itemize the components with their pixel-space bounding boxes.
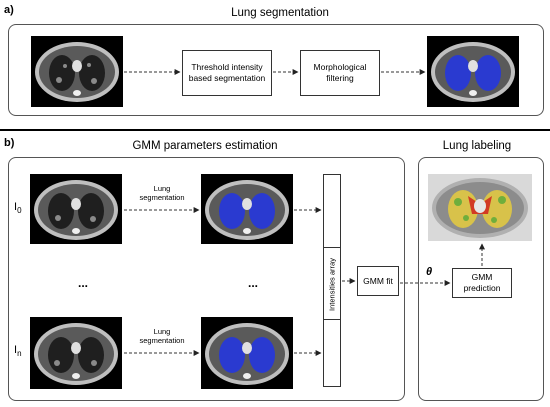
ct-scan-raw-in	[30, 317, 122, 389]
image-label-i0: I0	[14, 201, 22, 215]
section-a-title: Lung segmentation	[231, 7, 329, 19]
lung-segmentation-label-top: Lung segmentation	[139, 184, 185, 203]
ct-scan-raw-i0	[30, 174, 122, 244]
image-label-in-sub: n	[17, 349, 22, 359]
intensities-array-divider-top	[324, 247, 340, 248]
intensities-array-divider-bottom	[324, 319, 340, 320]
lung-segmentation-label-bottom: Lung segmentation	[139, 327, 185, 346]
ct-scan-segmented-i0	[201, 174, 293, 244]
ct-scan-segmented-a	[427, 36, 519, 107]
section-c-title: Lung labeling	[442, 140, 512, 152]
gmm-fit-box: GMM fit	[357, 266, 399, 296]
section-a-label: a)	[4, 4, 14, 16]
image-label-i0-letter: I	[14, 201, 18, 213]
image-label-in: In	[14, 344, 22, 358]
ct-scan-raw-a	[31, 36, 123, 107]
image-label-i0-sub: 0	[17, 206, 22, 216]
section-b-label: b)	[4, 137, 15, 149]
image-label-in-letter: I	[14, 344, 18, 356]
section-separator	[0, 129, 550, 131]
intensities-array-label: Intensities array	[327, 258, 337, 311]
ct-scan-labeled	[428, 174, 532, 241]
ellipsis-left: ...	[78, 276, 89, 290]
theta-label: θ	[426, 266, 433, 278]
morphological-filtering-box: Morphological filtering	[300, 50, 380, 96]
section-b-title: GMM parameters estimation	[132, 140, 278, 152]
gmm-prediction-box: GMM prediction	[452, 268, 512, 298]
ellipsis-middle: ...	[248, 276, 259, 290]
intensities-array-column	[323, 174, 341, 387]
threshold-segmentation-box: Threshold intensity based segmentation	[182, 50, 272, 96]
ct-scan-segmented-in	[201, 317, 293, 389]
